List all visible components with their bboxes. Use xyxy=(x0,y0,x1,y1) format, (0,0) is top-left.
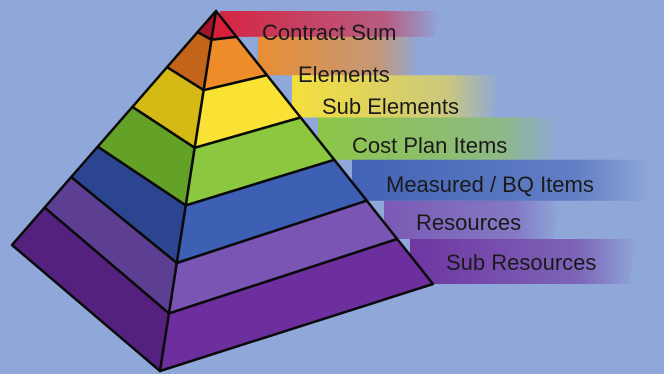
level-label-contract-sum: Contract Sum xyxy=(262,20,397,45)
level-label-measured-bq-items: Measured / BQ Items xyxy=(386,172,594,197)
level-label-elements: Elements xyxy=(298,62,390,87)
label-ribbon-2 xyxy=(292,75,500,118)
label-ribbon-1 xyxy=(258,36,420,76)
level-label-resources: Resources xyxy=(416,210,521,235)
label-ribbon-4 xyxy=(352,159,652,201)
level-label-sub-resources: Sub Resources xyxy=(446,250,596,275)
level-label-cost-plan-items: Cost Plan Items xyxy=(352,133,507,158)
label-ribbons xyxy=(220,11,652,284)
label-ribbon-0 xyxy=(220,11,440,37)
label-ribbon-5 xyxy=(384,200,560,239)
level-labels: Contract Sum Elements Sub Elements Cost … xyxy=(262,20,596,275)
level-label-sub-elements: Sub Elements xyxy=(322,94,459,119)
pyramid-right-face-6 xyxy=(158,237,435,373)
pyramid-faces xyxy=(10,9,435,373)
label-ribbon-3 xyxy=(318,117,560,160)
label-ribbon-6 xyxy=(410,239,636,284)
